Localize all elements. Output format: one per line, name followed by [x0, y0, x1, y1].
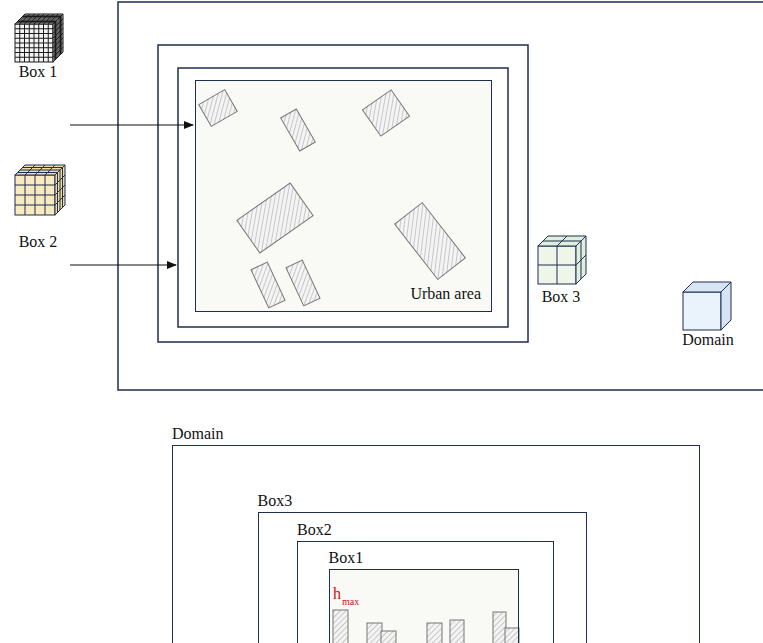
pointer-arrow	[70, 124, 193, 125]
height-symbol: max	[342, 596, 359, 607]
buildings	[199, 90, 466, 308]
building-profiles	[333, 610, 519, 643]
box-label: Box2	[297, 521, 332, 539]
item-label: Box 1	[19, 63, 58, 81]
urban-area-box: Urban area	[195, 80, 492, 312]
item-label: Box 2	[19, 233, 58, 251]
item-label: Domain	[682, 331, 734, 349]
grid-cubes	[15, 14, 731, 330]
box-label: Urban area	[410, 285, 481, 303]
item-label: Box 3	[542, 288, 581, 306]
pointer-arrow	[70, 264, 176, 265]
box-label: Box3	[258, 492, 293, 510]
box3-frame	[158, 45, 528, 342]
domain-frame	[118, 2, 763, 390]
box2-frame	[178, 68, 508, 327]
height-symbol: h	[333, 585, 341, 603]
nested-box: DomainBox3Box2Box1	[172, 445, 700, 643]
box-label: Box1	[329, 549, 364, 567]
nested-box: Box3Box2Box1	[258, 512, 587, 643]
box-label: Domain	[172, 425, 224, 443]
urban-fill	[195, 80, 492, 312]
box1-fill	[330, 570, 520, 643]
